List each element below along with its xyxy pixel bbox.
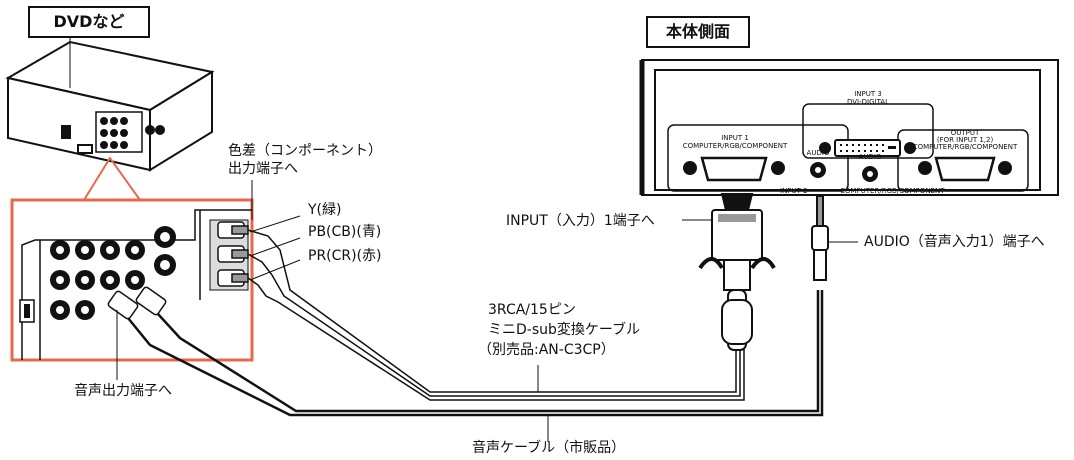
input1-label: INPUT（入力）1端子へ [506,213,655,229]
zoom-callout-lines [83,156,141,201]
component-cable [247,229,745,401]
dvd-player [5,40,215,172]
panel-input3-sub: DVI-DIGITAL [847,98,889,106]
projector-side-panel [639,59,1059,196]
panel-input2-label: INPUT 2 [780,187,808,195]
pr-red-label: PR(CR)(赤) [308,248,382,264]
cable-label-2: ミニD-sub変換ケーブル [488,322,641,338]
dvd-rear-panel-zoom [10,198,254,362]
component-out-label-2: 出力端子へ [228,161,298,177]
projector-side-box: 本体側面 [646,16,750,48]
audio-mini-plug [811,195,829,281]
panel-audio2-label: AUDIO [859,153,882,161]
y-green-label: Y(緑) [308,202,342,218]
audio-out-label: 音声出力端子へ [74,383,172,399]
audio-cable-label: 音声ケーブル（市販品） [472,440,626,456]
audio-rca-plugs [107,286,167,320]
panel-output-sub2: COMPUTER/RGB/COMPONENT [913,143,1018,151]
cable-label-1: 3RCA/15ピン [488,302,576,318]
source-device-box: DVDなど [28,6,150,38]
panel-input3-label: INPUT 3 [854,90,882,98]
leader-lines [69,36,858,442]
pb-blue-label: PB(CB)(青) [308,224,382,240]
panel-input1-label: INPUT 1 [721,134,749,142]
cable-label-3: （別売品:AN-C3CP） [478,342,615,358]
audio-cable [127,290,824,417]
component-rca-plugs [217,221,249,287]
audio-in-label: AUDIO（音声入力1）端子へ [864,234,1045,250]
component-out-label-1: 色差（コンポーネント） [228,143,382,159]
panel-output-sub1: (FOR INPUT 1,2) [937,136,994,144]
panel-output-label: OUTPUT [951,129,980,137]
dsub-plug [698,193,776,351]
panel-input1-sub: COMPUTER/RGB/COMPONENT [683,142,788,150]
panel-input2-sub: COMPUTER/RGB/COMPONENT [840,187,945,195]
panel-audio1-label: AUDIO [807,149,830,157]
